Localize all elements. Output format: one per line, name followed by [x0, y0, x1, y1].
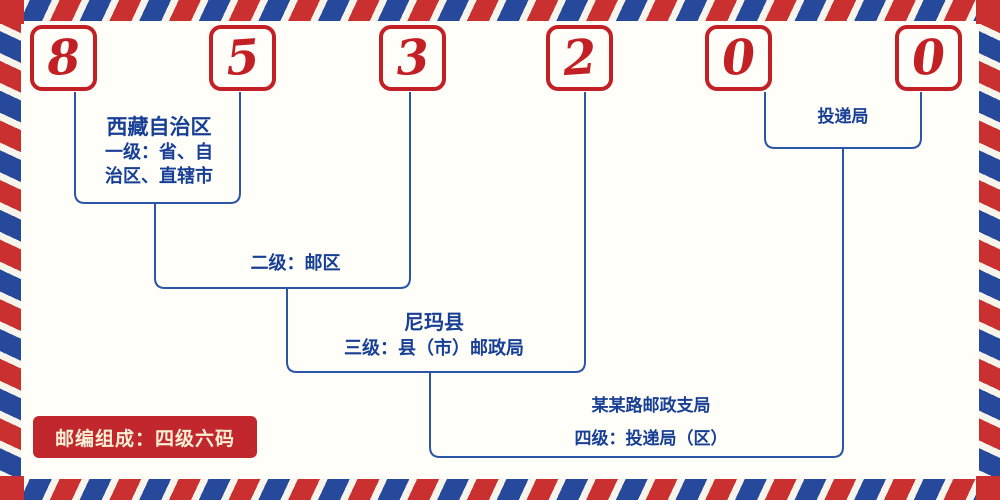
digit-3: 3: [393, 28, 432, 88]
border-corner-bottom-right: [976, 476, 1000, 500]
digit-6: 0: [909, 28, 948, 88]
composition-badge: 邮编组成：四级六码: [33, 416, 257, 458]
digit-1: 8: [44, 28, 83, 88]
digit-box-5: 0: [705, 25, 772, 91]
airmail-border-top: [0, 0, 1000, 21]
level4-desc: 四级：投递局（区）: [574, 429, 728, 449]
level3-annotation: 尼玛县 三级：县（市）邮政局: [300, 308, 568, 362]
airmail-border-bottom: [0, 479, 1000, 500]
delivery-office-text: 投递局: [817, 107, 869, 127]
digit-box-3: 3: [379, 25, 446, 91]
digit-5: 0: [719, 28, 758, 88]
level1-desc-line2: 治区、直辖市: [105, 166, 213, 187]
border-corner-top-left: [0, 0, 24, 24]
digit-box-4: 2: [546, 25, 613, 91]
digit-4: 2: [560, 28, 599, 88]
level2-annotation: 二级：邮区: [198, 252, 393, 276]
digit-box-6: 0: [895, 25, 962, 91]
composition-badge-text: 邮编组成：四级六码: [54, 427, 235, 450]
digit-2: 5: [223, 28, 262, 88]
level2-desc: 二级：邮区: [250, 253, 341, 274]
level1-desc-line1: 一级：省、自: [105, 142, 213, 163]
level4-annotation: 某某路邮政支局 四级：投递局（区）: [518, 394, 784, 451]
level1-annotation: 西藏自治区 一级：省、自 治区、直辖市: [78, 113, 240, 189]
branch-name: 某某路邮政支局: [591, 396, 711, 416]
digit-box-1: 8: [30, 25, 97, 91]
border-corner-bottom-left: [0, 476, 24, 500]
airmail-border-right: [979, 0, 1000, 500]
delivery-office-label: 投递局: [775, 105, 911, 129]
level3-desc: 三级：县（市）邮政局: [344, 338, 524, 359]
border-corner-top-right: [976, 0, 1000, 24]
county-name: 尼玛县: [404, 310, 464, 334]
airmail-border-left: [0, 0, 21, 500]
digit-box-2: 5: [209, 25, 276, 91]
region-name: 西藏自治区: [106, 115, 212, 139]
